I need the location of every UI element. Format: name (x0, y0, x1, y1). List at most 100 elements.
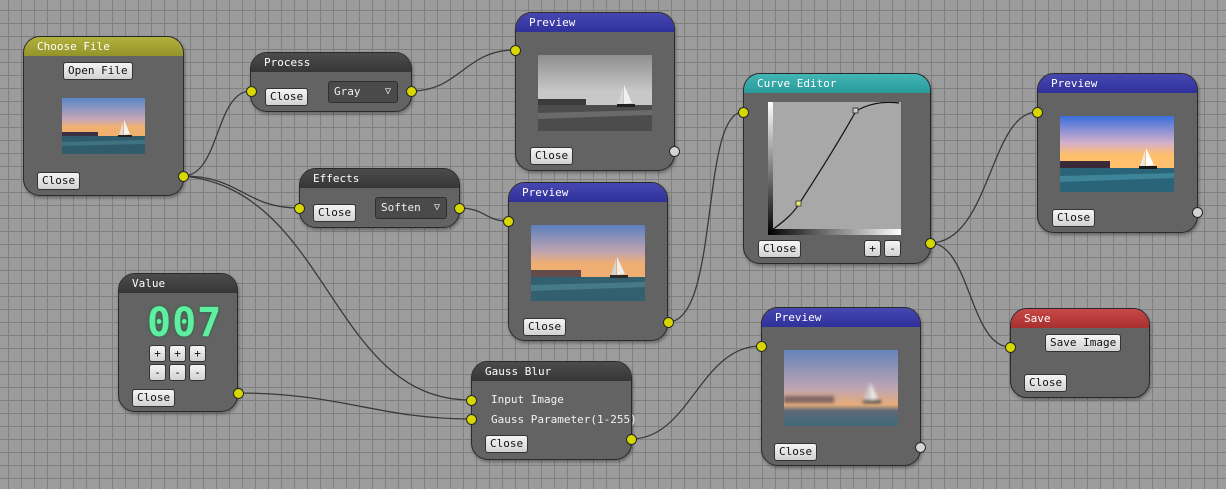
preview-gray-close-button[interactable]: Close (530, 147, 574, 165)
preview-soft-image (531, 225, 645, 301)
hundreds-plus-button[interactable]: + (149, 345, 166, 362)
preview-soft-input-port[interactable] (503, 216, 514, 227)
save-image-button[interactable]: Save Image (1045, 334, 1122, 352)
preview-soft-header[interactable]: Preview (509, 183, 667, 202)
choose-file-title: Choose File (37, 40, 110, 53)
process-title: Process (264, 56, 311, 69)
curve-remove-point-button[interactable]: - (884, 240, 901, 257)
preview-final-header[interactable]: Preview (1038, 74, 1197, 93)
tens-plus-button[interactable]: + (169, 345, 186, 362)
preview-blur-close-button[interactable]: Close (774, 443, 818, 461)
sailboat-image-blurred (784, 350, 898, 426)
effects-close-button[interactable]: Close (313, 204, 357, 222)
curve-editor-node[interactable]: Curve Editor Close + - (743, 73, 931, 264)
process-output-port[interactable] (406, 86, 417, 97)
gauss-input-image-port[interactable] (466, 395, 477, 406)
preview-soft-title: Preview (522, 186, 569, 199)
wire-gauss-to-preview-blur (630, 345, 762, 440)
wire-preview-soft-to-curve (667, 111, 744, 323)
gauss-blur-close-button[interactable]: Close (485, 435, 529, 453)
preview-blur-header[interactable]: Preview (762, 308, 920, 327)
wire-choose-to-effects (182, 175, 300, 209)
tens-minus-button[interactable]: - (169, 364, 186, 381)
preview-gray-title: Preview (529, 16, 576, 29)
preview-final-close-button[interactable]: Close (1052, 209, 1096, 227)
preview-final-input-port[interactable] (1032, 107, 1043, 118)
curve-add-point-button[interactable]: + (864, 240, 881, 257)
choose-file-header[interactable]: Choose File (24, 37, 183, 56)
gauss-blur-node[interactable]: Gauss Blur Input Image Gauss Parameter(1… (471, 361, 637, 460)
value-close-button[interactable]: Close (132, 389, 176, 407)
curve-editor-header[interactable]: Curve Editor (744, 74, 930, 93)
preview-final-output-port[interactable] (1192, 207, 1203, 218)
gauss-parameter-port[interactable] (466, 414, 477, 425)
process-node[interactable]: Process Close Gray ▽ (250, 52, 412, 112)
preview-gray-image (538, 55, 652, 131)
preview-gray-input-port[interactable] (510, 45, 521, 56)
sailboat-image-curve (1060, 116, 1174, 192)
preview-soft-node[interactable]: Preview Close (508, 182, 668, 341)
sailboat-image-gray (538, 55, 652, 131)
value-node[interactable]: Value 007 + + + - - - Close (118, 273, 238, 412)
curve-editor-title: Curve Editor (757, 77, 837, 90)
effects-header[interactable]: Effects (300, 169, 459, 188)
save-node[interactable]: Save Save Image Close (1010, 308, 1150, 398)
choose-file-close-button[interactable]: Close (37, 172, 81, 190)
process-close-button[interactable]: Close (265, 88, 309, 106)
effects-output-port[interactable] (454, 203, 465, 214)
sailboat-image-color (62, 98, 145, 154)
open-file-button[interactable]: Open File (63, 62, 133, 80)
wire-choose-to-process (182, 90, 252, 177)
preview-gray-output-port[interactable] (669, 146, 680, 157)
preview-blur-node[interactable]: Preview Close (761, 307, 921, 466)
curve-plot[interactable] (768, 102, 901, 235)
wire-process-to-preview-gray (410, 49, 516, 92)
gauss-parameter-label: Gauss Parameter(1-255) (491, 413, 637, 426)
gauss-blur-output-port[interactable] (626, 434, 637, 445)
process-input-port[interactable] (246, 86, 257, 97)
wire-curve-to-preview-final (929, 111, 1038, 244)
preview-blur-input-port[interactable] (756, 341, 767, 352)
preview-final-node[interactable]: Preview Close (1037, 73, 1198, 233)
preview-gray-header[interactable]: Preview (516, 13, 674, 32)
hundreds-minus-button[interactable]: - (149, 364, 166, 381)
curve-control-point-low[interactable] (795, 200, 802, 207)
effects-node[interactable]: Effects Close Soften ▽ (299, 168, 460, 228)
value-header[interactable]: Value (119, 274, 237, 293)
curve-graph[interactable] (768, 102, 901, 235)
curve-editor-output-port[interactable] (925, 238, 936, 249)
preview-blur-title: Preview (775, 311, 822, 324)
process-mode-value: Gray (334, 85, 361, 98)
process-mode-dropdown[interactable]: Gray ▽ (328, 81, 398, 103)
wire-curve-to-save (929, 242, 1011, 348)
preview-final-title: Preview (1051, 77, 1098, 90)
effects-mode-dropdown[interactable]: Soften ▽ (375, 197, 447, 219)
gauss-blur-header[interactable]: Gauss Blur (472, 362, 631, 381)
gauss-blur-title: Gauss Blur (485, 365, 552, 378)
ones-plus-button[interactable]: + (189, 345, 206, 362)
save-input-port[interactable] (1005, 342, 1016, 353)
choose-file-node[interactable]: Choose File Open File Close (23, 36, 184, 196)
preview-blur-image (784, 350, 898, 426)
preview-blur-output-port[interactable] (915, 442, 926, 453)
preview-soft-close-button[interactable]: Close (523, 318, 567, 336)
choose-file-output-port[interactable] (178, 171, 189, 182)
preview-soft-output-port[interactable] (663, 317, 674, 328)
curve-editor-close-button[interactable]: Close (758, 240, 802, 258)
sailboat-image-soft (531, 225, 645, 301)
effects-title: Effects (313, 172, 360, 185)
image-thumbnail (62, 98, 145, 154)
dropdown-arrow-icon: ▽ (433, 202, 440, 213)
wire-effects-to-preview-soft (458, 207, 509, 222)
save-close-button[interactable]: Close (1024, 374, 1068, 392)
curve-editor-input-port[interactable] (738, 107, 749, 118)
ones-minus-button[interactable]: - (189, 364, 206, 381)
preview-gray-node[interactable]: Preview Close (515, 12, 675, 171)
curve-control-point-high[interactable] (852, 107, 859, 114)
preview-final-image (1060, 116, 1174, 192)
save-header[interactable]: Save (1011, 309, 1149, 328)
effects-input-port[interactable] (294, 203, 305, 214)
input-image-label: Input Image (491, 393, 564, 406)
value-output-port[interactable] (233, 388, 244, 399)
process-header[interactable]: Process (251, 53, 411, 72)
